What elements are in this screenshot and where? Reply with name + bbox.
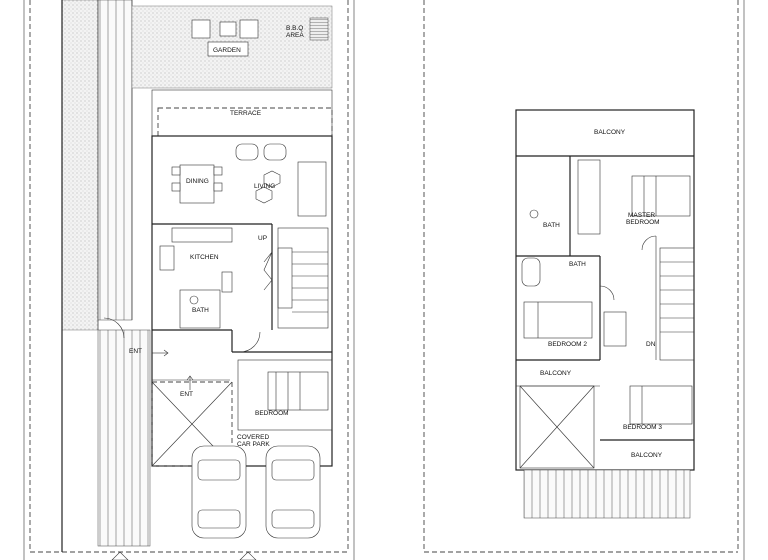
void-area: [519, 385, 595, 469]
master-bedroom-label: MASTER: [628, 212, 655, 219]
upper-floor-plan: [515, 109, 695, 519]
side-walkway: [97, 0, 133, 321]
upper-floor-boundary: [423, 0, 745, 560]
kitchen-label: KITCHEN: [190, 254, 219, 261]
ground-floor-plan: [61, 0, 333, 560]
garden-chair-icon: [239, 19, 259, 39]
covered-car-park-label: COVERED: [237, 434, 269, 441]
garden-chair-icon: [191, 19, 211, 39]
car-icon: [265, 445, 321, 539]
car-icon: [191, 445, 247, 539]
ground-floor-boundary: [23, 0, 355, 560]
armchair-icon: [235, 143, 259, 161]
bed-icon: [267, 371, 329, 411]
kitchen-sink-icon: [159, 245, 175, 271]
ground-bath-label: BATH: [192, 307, 209, 314]
sofa-icon: [297, 161, 327, 217]
bbq-area-label-2: AREA: [286, 32, 304, 39]
dining-label: DINING: [186, 178, 209, 185]
garden-label-box: [207, 41, 249, 57]
toilet-icon: [189, 295, 199, 305]
rear-balcony-label: BALCONY: [631, 452, 663, 459]
side-entrance-label: ENT: [129, 348, 142, 355]
bbq-grill-icon: [309, 17, 329, 41]
bifold-door-icon: [263, 251, 273, 291]
bbq-area-label: B.B.Q: [286, 25, 303, 32]
wardrobe-icon: [577, 159, 601, 235]
garden-table-icon: [219, 21, 237, 37]
bed-icon: [631, 175, 691, 217]
garden-label: GARDEN: [213, 47, 241, 54]
front-entrance-label: ENT: [180, 391, 193, 398]
bathtub-icon: [521, 257, 541, 287]
terrace-label: TERRACE: [230, 110, 262, 117]
stairs-up-label: UP: [258, 235, 267, 242]
kitchen-counter-icon: [171, 227, 233, 243]
side-planting: [61, 0, 99, 331]
front-walkway: [97, 329, 151, 547]
bedroom-3-label: BEDROOM 3: [623, 424, 662, 431]
upper-stairs: [659, 247, 695, 361]
upper-balcony-label: BALCONY: [594, 129, 626, 136]
living-label: LIVING: [254, 183, 275, 190]
master-bedroom-label-2: BEDROOM: [626, 219, 660, 226]
bed-icon: [629, 385, 693, 425]
upper-bath-2-label: BATH: [569, 261, 586, 268]
bed-icon: [523, 301, 593, 339]
ground-stairs: [277, 227, 329, 329]
coffee-table-icon: [263, 170, 281, 188]
covered-car-park-label-2: CAR PARK: [237, 441, 270, 448]
armchair-icon: [263, 143, 287, 161]
toilet-icon: [529, 209, 539, 219]
upper-bath-label: BATH: [543, 222, 560, 229]
stairs-down-label: DN: [646, 341, 656, 348]
bedroom-2-label: BEDROOM 2: [548, 341, 587, 348]
roof-slats: [523, 469, 691, 519]
bedroom-label: BEDROOM: [255, 410, 289, 417]
dining-table-icon: [179, 164, 215, 204]
side-balcony-label: BALCONY: [540, 370, 572, 377]
